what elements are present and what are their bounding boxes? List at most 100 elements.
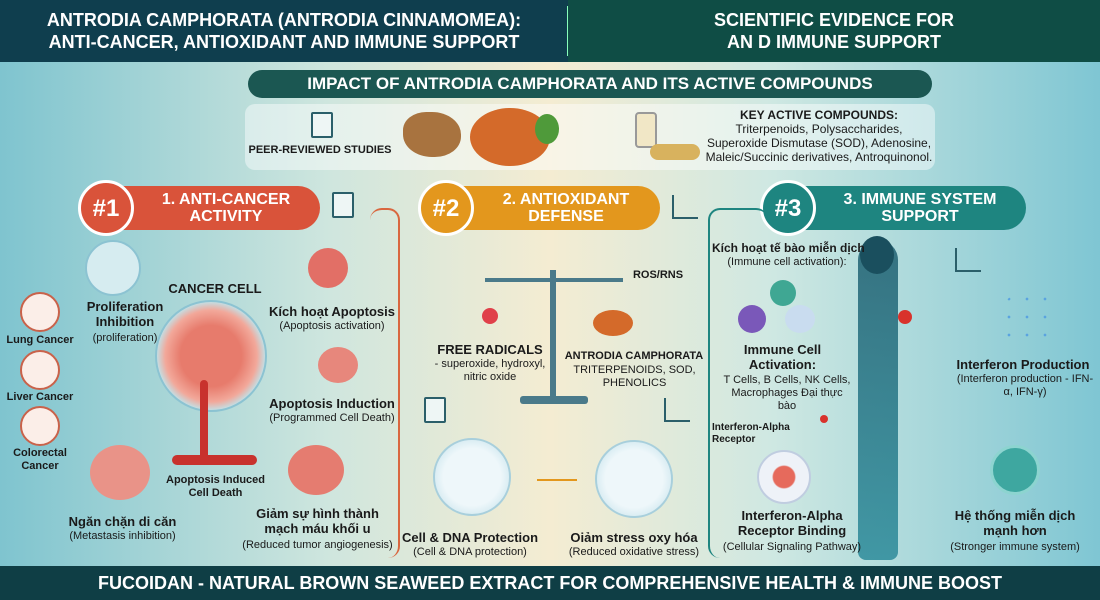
interferon-production-title: Interferon Production	[956, 357, 1090, 372]
receptor-label: Interferon-Alpha Receptor	[712, 422, 790, 445]
interferon-molecule	[820, 415, 828, 423]
metastasis-title: Ngăn chặn di căn	[68, 514, 177, 529]
cancer-cell-image	[155, 300, 267, 412]
proliferation-image	[85, 240, 141, 296]
stronger-immune-sub: (Stronger immune system)	[950, 541, 1080, 553]
human-head	[860, 236, 894, 274]
metastasis-sub: (Metastasis inhibition)	[69, 530, 176, 542]
free-radicals-sub: - superoxide, hydroxyl, nitric oxide	[434, 358, 546, 383]
interferon-production-sub: (Interferon production - IFN-α, IFN-γ)	[956, 373, 1094, 398]
connector-line-1	[370, 208, 400, 558]
antrodia-sub: TRITERPENOIDS, SOD, PHENOLICS	[573, 364, 696, 389]
interferon-bubbles-image	[1000, 290, 1060, 345]
section-title-2: 2. ANTIOXIDANT DEFENSE	[502, 191, 630, 225]
macrophage-image	[785, 305, 815, 333]
header-divider	[567, 6, 568, 56]
immune-cell-activation-list: T Cells, B Cells, NK Cells, Macrophages …	[723, 374, 851, 412]
notes-icon	[332, 192, 354, 218]
b-cell-image	[738, 305, 766, 333]
header-left: ANTRODIA CAMPHORATA (ANTRODIA CINNAMOMEA…	[0, 0, 568, 62]
angiogenesis-title: Giảm sự hình thành mạch máu khối u	[256, 506, 379, 536]
balance-beam	[485, 278, 623, 282]
section-number-2: #2	[418, 180, 474, 236]
blood-vessel-image	[200, 380, 208, 460]
liver-cancer-label: Liver Cancer	[6, 391, 74, 403]
chart-icon	[672, 195, 698, 219]
section-title-1: 1. ANTI-CANCER ACTIVITY	[161, 191, 291, 225]
dna-image	[433, 438, 511, 516]
stronger-immune-title: Hệ thống miễn dịch mạnh hơn	[954, 508, 1076, 538]
section-number-3: #3	[760, 180, 816, 236]
balance-base	[520, 396, 588, 404]
proliferation-sub: (proliferation)	[92, 332, 158, 344]
dna-protection-title: Cell & DNA Protection	[401, 530, 539, 545]
footer-banner: FUCOIDAN - NATURAL BROWN SEAWEED EXTRACT…	[0, 566, 1100, 600]
immune-activation-vn: Kích hoạt tế bào miễn dịch	[712, 241, 865, 255]
receptor-binding-title: Interferon-Alpha Receptor Binding	[737, 508, 847, 538]
section-anti-cancer-header: #1 1. ANTI-CANCER ACTIVITY	[78, 180, 320, 236]
lung-icon	[20, 292, 60, 332]
liver-icon	[20, 350, 60, 390]
report-icon	[424, 397, 446, 423]
lung-cancer-label: Lung Cancer	[6, 334, 74, 346]
colon-icon	[20, 406, 60, 446]
antrodia-on-scale-image	[593, 310, 633, 336]
proliferation-title: Proliferation Inhibition	[86, 299, 164, 329]
ros-rns-label: ROS/RNS	[632, 269, 684, 281]
heart-icon	[898, 310, 912, 324]
colorectal-cancer-label: Colorectal Cancer	[13, 447, 67, 472]
angiogenesis-sub: (Reduced tumor angiogenesis)	[242, 539, 393, 551]
key-compounds-label: KEY ACTIVE COMPOUNDS:	[739, 108, 898, 122]
free-radicals-title: FREE RADICALS	[437, 342, 543, 357]
growth-chart-icon	[955, 248, 981, 272]
header-title-line2: ANTI-CANCER, ANTIOXIDANT AND IMMUNE SUPP…	[48, 32, 520, 52]
receptor-binding-sub: (Cellular Signaling Pathway)	[722, 541, 862, 553]
impact-banner: IMPACT OF ANTRODIA CAMPHORATA AND ITS AC…	[248, 70, 932, 98]
header-subtitle-line1: SCIENTIFIC EVIDENCE FOR	[713, 10, 955, 30]
leaf-image	[535, 114, 559, 144]
oxidative-stress-title: Oiảm stress oxy hóa	[570, 530, 698, 545]
section-number-1: #1	[78, 180, 134, 236]
arrow-right-icon	[537, 479, 577, 481]
key-compounds-list: Triterpenoids, Polysaccharides, Superoxi…	[705, 122, 933, 164]
dried-mushroom-image	[403, 112, 461, 157]
receptor-cell-image	[757, 450, 811, 504]
antrodia-title: ANTRODIA CAMPHORATA	[564, 350, 704, 362]
connector-line-2	[708, 208, 768, 558]
header-subtitle-line2: AN D IMMUNE SUPPORT	[726, 32, 941, 52]
shield-virus-image	[990, 445, 1040, 495]
free-radical-molecule-image	[482, 308, 498, 324]
blood-vessel-base	[172, 455, 257, 465]
apoptosis-induction-title: Apoptosis Induction	[269, 396, 395, 411]
immune-activation-vn-sub: (Immune cell activation):	[727, 256, 847, 268]
apoptosis-activation-sub: (Apoptosis activation)	[279, 320, 385, 332]
apoptosis-induction-image	[318, 347, 358, 383]
protected-cell-image	[595, 440, 673, 518]
human-body-image	[858, 240, 898, 560]
angiogenesis-image	[288, 445, 344, 495]
key-compounds-text: KEY ACTIVE COMPOUNDS: Triterpenoids, Pol…	[705, 108, 933, 164]
header-right: SCIENTIFIC EVIDENCE FOR AN D IMMUNE SUPP…	[568, 0, 1100, 62]
peer-reviewed-label: PEER-REVIEWED STUDIES	[248, 144, 392, 156]
cancer-cell-label: CANCER CELL	[168, 281, 262, 296]
bar-chart-icon	[664, 398, 690, 422]
document-icon	[311, 112, 333, 138]
oxidative-stress-sub: (Reduced oxidative stress)	[568, 546, 700, 558]
supplement-bottle-image	[635, 112, 657, 148]
metastasis-image	[90, 445, 150, 500]
capsules-image	[650, 144, 700, 160]
immune-cell-activation-title: Immune Cell Activation:	[743, 342, 822, 372]
section-title-3: 3. IMMUNE SYSTEM SUPPORT	[843, 191, 997, 225]
impact-title: IMPACT OF ANTRODIA CAMPHORATA AND ITS AC…	[307, 74, 873, 93]
header-title-line1: ANTRODIA CAMPHORATA (ANTRODIA CINNAMOMEA…	[46, 10, 522, 30]
footer-text: FUCOIDAN - NATURAL BROWN SEAWEED EXTRACT…	[98, 572, 1002, 593]
balance-scale-image	[550, 270, 556, 400]
cell-death-label: Apoptosis Induced Cell Death	[166, 474, 265, 499]
t-cell-image	[770, 280, 796, 306]
apoptosis-activation-title: Kích hoạt Apoptosis	[269, 304, 395, 319]
section-antioxidant-header: #2 2. ANTIOXIDANT DEFENSE	[418, 180, 660, 236]
compounds-panel: PEER-REVIEWED STUDIES KEY ACTIVE COMPOUN…	[245, 104, 935, 170]
dna-protection-sub: (Cell & DNA protection)	[413, 546, 527, 558]
apoptosis-activation-image	[308, 248, 348, 288]
apoptosis-induction-sub: (Programmed Cell Death)	[269, 412, 395, 424]
